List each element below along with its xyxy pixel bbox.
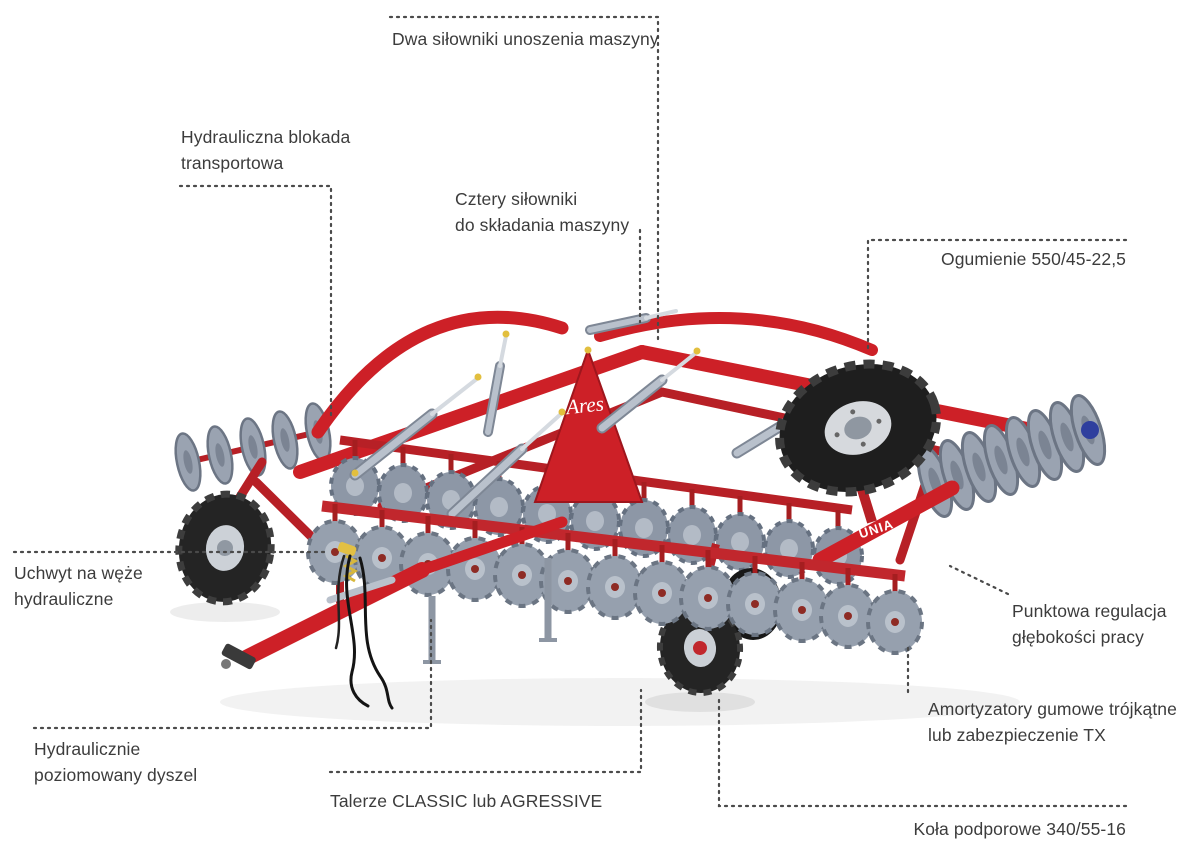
callout-rubber-dampers: Amortyzatory gumowe trójkątne lub zabezp… [928, 699, 1177, 746]
callout-discs: Talerze CLASSIC lub AGRESSIVE [330, 791, 603, 811]
leader-discs [328, 688, 643, 774]
callout-lift-cylinders: Dwa siłowniki unoszenia maszyny [392, 29, 659, 49]
model-text: Ares [563, 391, 605, 419]
machine-shadow [170, 602, 1020, 726]
leader-lift-cylinders [388, 15, 660, 342]
left-tire [175, 490, 275, 606]
callout-hose-holder: Uchwyt na węże hydrauliczne [14, 563, 143, 610]
ring-roller-right [910, 390, 1113, 522]
callout-tires: Ogumienie 550/45-22,5 [940, 249, 1126, 269]
leader-drawbar [32, 618, 433, 730]
front-disc-row [306, 500, 924, 655]
callout-folding-cylinders: Cztery siłowniki do składania maszyny [455, 189, 630, 236]
ring-roller-left [169, 400, 337, 494]
leader-support-wheels [717, 698, 1128, 808]
leveling-cylinder [326, 576, 396, 604]
right-wing-arch [594, 312, 878, 356]
parking-stands [423, 558, 557, 664]
callout-depth-regulation: Punktowa regulacja głębokości pracy [1012, 601, 1167, 648]
hydraulic-hoses [334, 554, 394, 710]
main-tire [775, 359, 941, 524]
callout-transport-lock: Hydrauliczna blokada transportowa [181, 127, 351, 174]
leader-depth-regulation [948, 564, 1010, 596]
callout-support-wheels: Koła podporowe 340/55-16 [913, 819, 1126, 839]
hitch-eye [221, 643, 256, 670]
leader-transport-lock [178, 184, 333, 417]
callout-drawbar: Hydraulicznie poziomowany dyszel [34, 739, 198, 786]
left-wing-arch [311, 310, 569, 439]
center-mast: Ares [533, 346, 644, 503]
drawbar [221, 516, 568, 670]
leader-tires [866, 238, 1128, 354]
roller-end-cap [1081, 421, 1099, 439]
